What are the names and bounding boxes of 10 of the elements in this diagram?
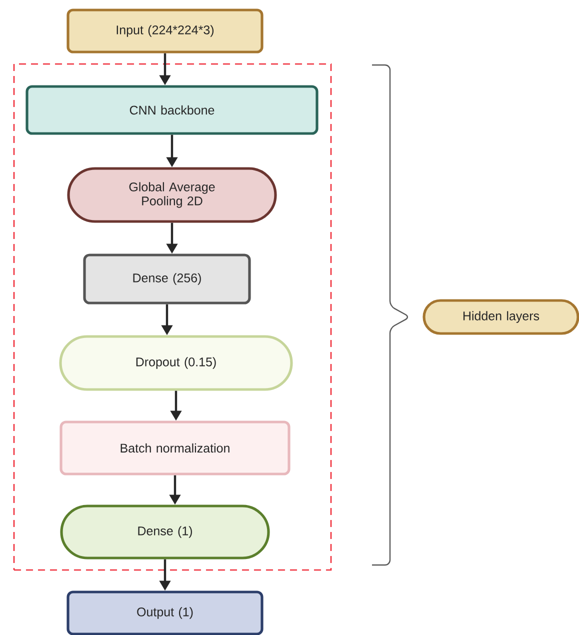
input-box: Input (224*224*3) [66, 8, 264, 54]
layer-pill: Global Average Pooling 2D [67, 167, 277, 223]
layer-pill: Dropout (0.15) [59, 335, 293, 391]
layer-pill: Dense (1) [60, 504, 270, 560]
layer-box: Batch normalization [60, 420, 290, 476]
label-pill: Hidden layers [422, 299, 579, 335]
layer-box: Dense (256) [83, 254, 251, 304]
dashed-group-box [13, 63, 332, 571]
layer-box: CNN backbone [26, 85, 318, 135]
output-box: Output (1) [66, 590, 264, 635]
